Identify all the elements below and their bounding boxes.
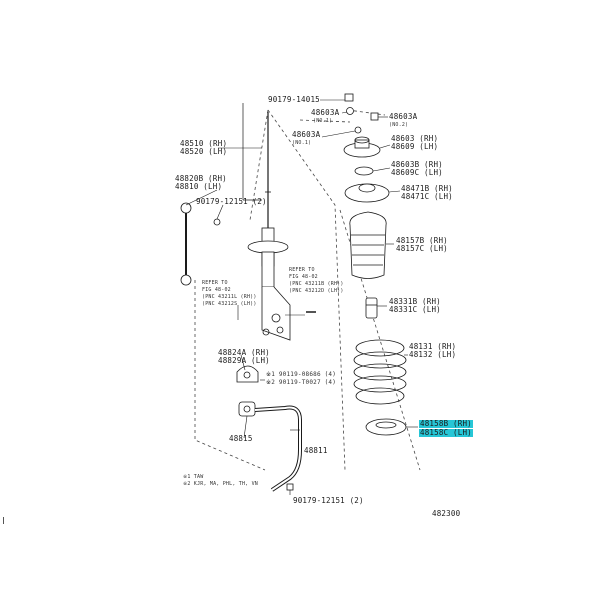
refer-2-line-c: (PNC 43211B (RH)) [289, 281, 344, 287]
label-90179-12151-bottom: 90179-12151 (2) [293, 496, 364, 505]
refer-1-line-c: (PNC 43211L (RH)) [202, 294, 257, 300]
note-2: ※2 KJR, MA, PHL, TH, VN [183, 481, 259, 487]
label-90179-12151-2: 90179-12151 (2) [196, 197, 267, 206]
label-48131-rh: 48131 (RH) [409, 342, 457, 351]
label-no1: (NO.1) [313, 118, 333, 124]
refer-1-line-b: FIG 48-02 [202, 287, 231, 293]
label-48824a-rh: 48824A (RH) [218, 348, 270, 357]
label-48157b-rh: 48157B (RH) [396, 236, 448, 245]
note-1: ※1 TAW [183, 474, 204, 480]
stabilizer-bar [254, 405, 302, 492]
label-48157c-lh: 48157C (LH) [396, 244, 448, 253]
label-90179-14015: 90179-14015 [268, 95, 320, 104]
label-48471b-rh: 48471B (RH) [401, 184, 453, 193]
stabilizer-bracket [236, 365, 259, 417]
label-48609c-lh: 48609C (LH) [391, 168, 443, 177]
label-90119-08686: ※1 90119-08686 (4) [266, 371, 337, 378]
label-48603a-3: 48603A [292, 130, 321, 139]
label-48820b-rh: 48820B (RH) [175, 174, 227, 183]
label-48829a-lh: 48829A (LH) [218, 356, 270, 365]
bump-boot [349, 211, 387, 279]
upper-support [343, 136, 381, 158]
label-48132-lh: 48132 (LH) [409, 350, 457, 359]
label-48603a-1: 48603A [311, 108, 340, 117]
assembly-boundary [194, 109, 346, 471]
stabilizer-link [180, 202, 221, 286]
coil-spring [353, 339, 407, 405]
label-48520-lh: 48520 (LH) [180, 147, 228, 156]
edge-mark [3, 517, 4, 524]
label-48471c-lh: 48471C (LH) [401, 192, 453, 201]
label-48811: 48811 [304, 446, 328, 455]
label-no2: (NO.2) [389, 122, 409, 128]
label-48815: 48815 [229, 434, 253, 443]
label-48331c-lh: 48331C (LH) [389, 305, 441, 314]
label-48158c-lh: 48158C (LH) [419, 428, 473, 437]
refer-2-line-a: REFER TO [289, 267, 315, 273]
label-48810-lh: 48810 (LH) [175, 182, 223, 191]
diagram-code: 482300 [432, 509, 461, 518]
refer-2-line-b: FIG 48-02 [289, 274, 318, 280]
upper-mount-nuts [344, 93, 379, 134]
strut-assembly [242, 103, 291, 341]
bolt [286, 483, 294, 491]
refer-1-line-a: REFER TO [202, 280, 228, 286]
label-48603a-2: 48603A [389, 112, 418, 121]
spring-lower-insulator [365, 418, 407, 436]
label-48331b-rh: 48331B (RH) [389, 297, 441, 306]
label-48158b-rh: 48158B (RH) [419, 419, 473, 428]
label-48510-rh: 48510 (RH) [180, 139, 228, 148]
refer-1-line-d: (PNC 43212S (LH)) [202, 301, 257, 307]
spring-upper-seat [344, 183, 390, 203]
bearing [354, 166, 374, 176]
label-48603b-rh: 48603B (RH) [391, 160, 443, 169]
refer-2-line-d: (PNC 43212D (LH)) [289, 288, 344, 294]
label-48603-rh: 48603 (RH) [391, 134, 439, 143]
label-no1b: (NO.1) [292, 140, 312, 146]
knuckle-bolts [262, 311, 316, 336]
bumper [365, 297, 378, 319]
label-90119-t0027: ※2 90119-T0027 (4) [266, 379, 337, 386]
label-48609-lh: 48609 (LH) [391, 142, 439, 151]
